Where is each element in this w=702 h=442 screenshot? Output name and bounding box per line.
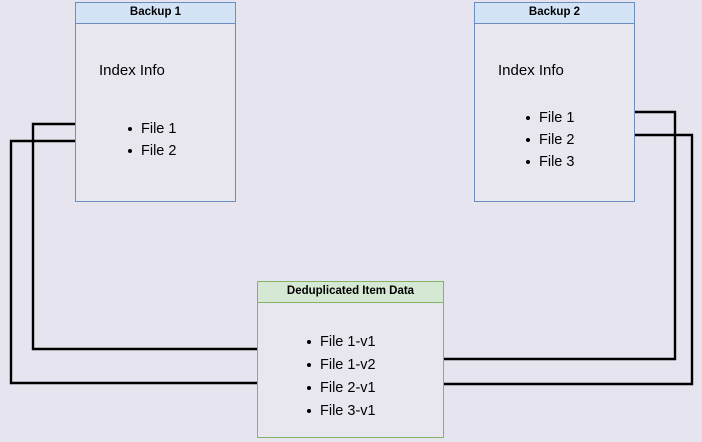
backup1-box: Backup 1 Index Info File 1 File 2 <box>75 2 236 202</box>
dedup-body: File 1-v1 File 1-v2 File 2-v1 File 3-v1 <box>258 303 443 438</box>
dedup-title: Deduplicated Item Data <box>258 282 443 303</box>
list-item: File 2 <box>525 129 574 151</box>
backup1-index-info-label: Index Info <box>99 62 165 79</box>
list-item: File 1 <box>525 107 574 129</box>
list-item: File 3 <box>525 151 574 173</box>
backup1-body: Index Info File 1 File 2 <box>76 24 235 202</box>
deduplicated-item-data-box: Deduplicated Item Data File 1-v1 File 1-… <box>257 281 444 438</box>
list-item: File 2 <box>127 140 176 162</box>
list-item: File 1-v1 <box>306 331 376 354</box>
backup2-index-info-label: Index Info <box>498 62 564 79</box>
backup2-title: Backup 2 <box>475 3 634 24</box>
list-item: File 3-v1 <box>306 400 376 423</box>
backup2-box: Backup 2 Index Info File 1 File 2 File 3 <box>474 2 635 202</box>
backup2-file-list: File 1 File 2 File 3 <box>525 107 574 173</box>
list-item: File 2-v1 <box>306 377 376 400</box>
list-item: File 1-v2 <box>306 354 376 377</box>
list-item: File 1 <box>127 118 176 140</box>
backup1-title: Backup 1 <box>76 3 235 24</box>
backup1-file-list: File 1 File 2 <box>127 118 176 162</box>
dedup-item-list: File 1-v1 File 1-v2 File 2-v1 File 3-v1 <box>306 331 376 423</box>
backup2-body: Index Info File 1 File 2 File 3 <box>475 24 634 202</box>
